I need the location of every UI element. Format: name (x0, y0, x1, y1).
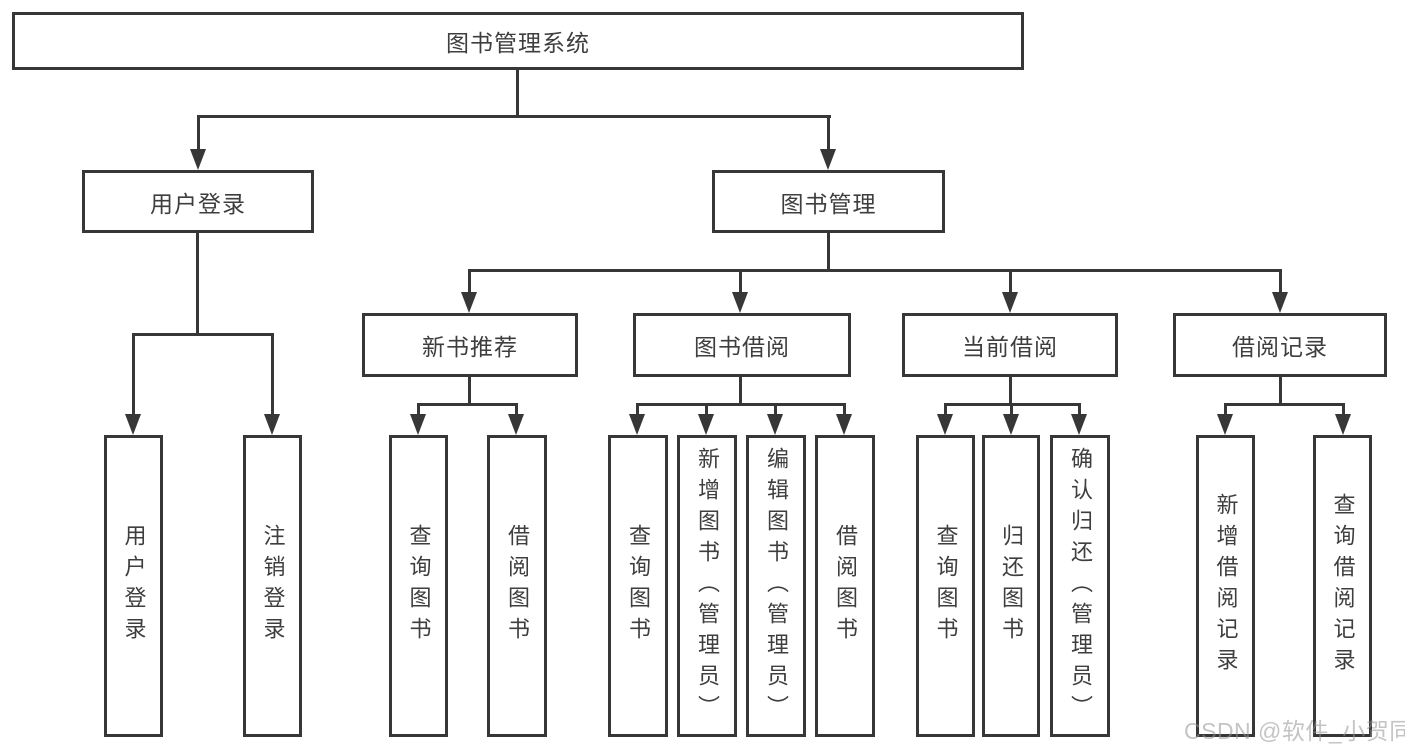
leaf-label: 注销登录 (260, 524, 286, 648)
node-label: 图书管理系统 (446, 30, 590, 56)
leaf-confirm-return-admin: 确认归还（管理员） (1050, 435, 1110, 737)
leaf-logout: 注销登录 (243, 435, 302, 737)
connector-stem (636, 403, 639, 418)
node-library-management-system: 图书管理系统 (12, 12, 1024, 70)
connector-stem (827, 115, 830, 153)
leaf-borrow-books: 借阅图书 (815, 435, 875, 737)
arrowhead-down (125, 414, 141, 435)
leaf-label: 新增图书（管理员） (695, 446, 720, 726)
connector-stem (843, 403, 846, 418)
arrowhead-down (836, 414, 852, 435)
arrowhead-down (629, 414, 645, 435)
connector-stem (1009, 269, 1012, 295)
node-label: 图书管理 (780, 190, 877, 217)
leaf-search-books-recommend: 查询图书 (389, 435, 448, 737)
leaf-label: 查询图书 (933, 524, 959, 648)
leaf-user-login: 用户登录 (104, 435, 163, 737)
connector-stem (1279, 377, 1282, 406)
arrowhead-down (461, 292, 477, 313)
connector-stem (774, 403, 777, 418)
arrowhead-down (1002, 292, 1018, 313)
leaf-label: 查询图书 (626, 524, 651, 648)
connector-book-management-stem (827, 233, 830, 272)
leaf-search-current: 查询图书 (916, 435, 975, 737)
leaf-label: 确认归还（管理员） (1068, 446, 1093, 726)
leaf-search-books: 查询图书 (608, 435, 668, 737)
leaf-label: 新增借阅记录 (1213, 493, 1239, 679)
leaf-label: 查询图书 (406, 524, 432, 648)
arrowhead-down (1217, 414, 1233, 435)
node-current-borrow: 当前借阅 (902, 313, 1118, 377)
arrowhead-down (508, 414, 524, 435)
leaf-return-books: 归还图书 (982, 435, 1040, 737)
arrowhead-down (410, 414, 426, 435)
connector-stem (197, 115, 200, 153)
connector-stem (515, 403, 518, 418)
connector-stem (1224, 403, 1227, 418)
arrowhead-down (732, 292, 748, 313)
connector-book-management-split (468, 269, 1282, 272)
node-label: 图书借阅 (694, 334, 790, 360)
connector-root-stem (516, 70, 519, 118)
node-book-borrow: 图书借阅 (633, 313, 851, 377)
leaf-borrow-books-recommend: 借阅图书 (487, 435, 547, 737)
arrowhead-down (1071, 414, 1087, 435)
leaf-add-books-admin: 新增图书（管理员） (677, 435, 737, 737)
connector-stem (468, 377, 471, 406)
connector-stem (1279, 269, 1282, 295)
arrowhead-down (1272, 292, 1288, 313)
leaf-label: 编辑图书（管理员） (764, 446, 789, 726)
leaf-add-borrow-record: 新增借阅记录 (1196, 435, 1255, 737)
connector-split (1224, 403, 1344, 406)
arrowhead-down (1335, 414, 1351, 435)
connector-stem (739, 269, 742, 295)
connector-stem (1009, 377, 1012, 406)
csdn-watermark: CSDN @软件_小贺同学 (1184, 718, 1405, 744)
leaf-label: 归还图书 (999, 524, 1024, 648)
leaf-label: 借阅图书 (505, 524, 530, 648)
connector-split (636, 403, 846, 406)
connector-stem (417, 403, 420, 418)
node-borrow-records: 借阅记录 (1173, 313, 1387, 377)
arrowhead-down (1003, 414, 1019, 435)
connector-stem (271, 333, 274, 418)
node-label: 借阅记录 (1232, 334, 1328, 360)
leaf-label: 借阅图书 (833, 524, 858, 648)
leaf-search-borrow-record: 查询借阅记录 (1313, 435, 1372, 737)
connector-stem (1078, 403, 1081, 418)
arrowhead-down (937, 414, 953, 435)
node-new-book-recommend: 新书推荐 (362, 313, 578, 377)
arrowhead-down (698, 414, 714, 435)
arrowhead-down (264, 414, 280, 435)
connector-user-login-stem (196, 233, 199, 335)
node-label: 当前借阅 (962, 334, 1058, 360)
connector-stem (739, 377, 742, 406)
connector-split (417, 403, 518, 406)
connector-stem (944, 403, 947, 418)
connector-stem (132, 333, 135, 418)
leaf-label: 用户登录 (121, 524, 147, 648)
connector-stem (468, 269, 471, 295)
node-label: 新书推荐 (422, 334, 518, 360)
arrowhead-down (190, 149, 206, 170)
connector-stem (1342, 403, 1345, 418)
connector-user-login-split (132, 333, 274, 336)
node-book-management: 图书管理 (712, 170, 945, 233)
arrowhead-down (820, 149, 836, 170)
connector-root-split (197, 115, 831, 118)
connector-stem (705, 403, 708, 418)
arrowhead-down (767, 414, 783, 435)
node-label: 用户登录 (150, 190, 246, 217)
connector-stem (1010, 403, 1013, 418)
leaf-label: 查询借阅记录 (1330, 493, 1356, 679)
node-user-login: 用户登录 (82, 170, 314, 233)
leaf-edit-books-admin: 编辑图书（管理员） (746, 435, 806, 737)
